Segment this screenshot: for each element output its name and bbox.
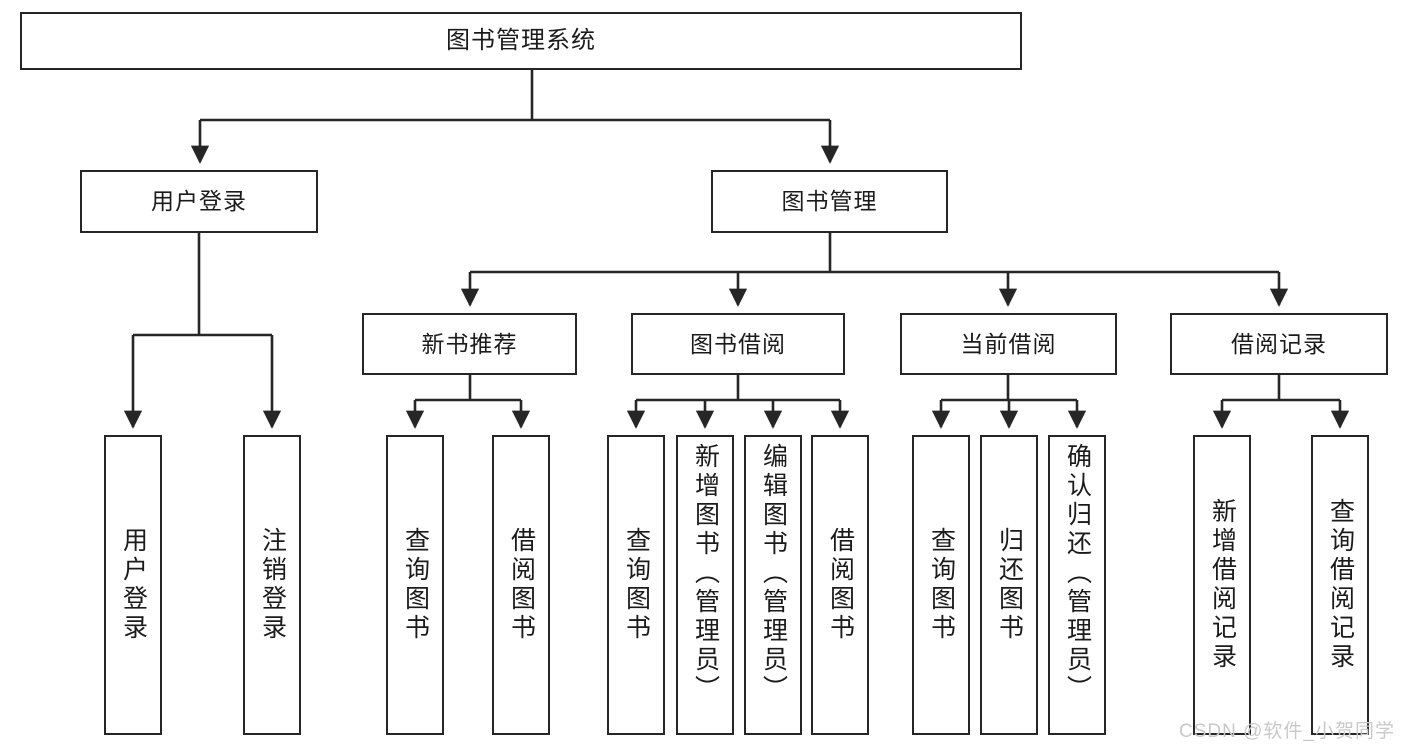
node-leaf-borrow-book-2-label: 借阅图书 [826,527,855,643]
node-borrow-record[interactable]: 借阅记录 [1170,313,1388,375]
node-leaf-add-record[interactable]: 新增借阅记录 [1193,435,1251,735]
node-leaf-user-login[interactable]: 用户登录 [104,435,162,735]
node-new-book-rec[interactable]: 新书推荐 [362,313,577,375]
node-leaf-query-book-3-label: 查询图书 [927,527,956,643]
node-leaf-edit-book-label: 编辑图书（管理员） [759,443,788,704]
node-leaf-user-logout-label: 注销登录 [258,527,287,643]
node-leaf-user-login-label: 用户登录 [119,527,148,643]
node-leaf-return-book-label: 归还图书 [995,527,1024,643]
node-leaf-add-book-label: 新增图书（管理员） [691,443,720,704]
node-book-borrow-label: 图书借阅 [690,330,786,357]
node-leaf-query-record-label: 查询借阅记录 [1326,498,1355,672]
node-leaf-user-logout[interactable]: 注销登录 [243,435,301,735]
node-leaf-query-record[interactable]: 查询借阅记录 [1311,435,1369,735]
node-leaf-add-record-label: 新增借阅记录 [1208,498,1237,672]
node-current-borrow-label: 当前借阅 [960,330,1057,357]
node-leaf-query-book-1-label: 查询图书 [401,527,430,643]
node-user-login[interactable]: 用户登录 [80,170,318,233]
node-leaf-edit-book[interactable]: 编辑图书（管理员） [744,435,802,735]
node-leaf-query-book-2[interactable]: 查询图书 [607,435,665,735]
node-book-manage-label: 图书管理 [781,188,878,215]
node-leaf-borrow-book-2[interactable]: 借阅图书 [811,435,869,735]
node-book-manage[interactable]: 图书管理 [711,170,948,233]
node-leaf-borrow-book-1-label: 借阅图书 [507,527,536,643]
node-leaf-borrow-book-1[interactable]: 借阅图书 [492,435,550,735]
node-root-label: 图书管理系统 [446,27,596,54]
node-borrow-record-label: 借阅记录 [1231,330,1327,357]
node-leaf-query-book-2-label: 查询图书 [622,527,651,643]
node-root[interactable]: 图书管理系统 [20,12,1022,70]
node-current-borrow[interactable]: 当前借阅 [900,313,1117,375]
node-leaf-query-book-3[interactable]: 查询图书 [912,435,970,735]
node-user-login-label: 用户登录 [151,188,247,215]
node-leaf-query-book-1[interactable]: 查询图书 [386,435,444,735]
node-leaf-confirm-return[interactable]: 确认归还（管理员） [1048,435,1106,735]
node-new-book-rec-label: 新书推荐 [421,330,518,357]
node-leaf-add-book[interactable]: 新增图书（管理员） [676,435,734,735]
node-leaf-confirm-return-label: 确认归还（管理员） [1063,443,1092,704]
node-book-borrow[interactable]: 图书借阅 [631,313,845,375]
node-leaf-return-book[interactable]: 归还图书 [980,435,1038,735]
